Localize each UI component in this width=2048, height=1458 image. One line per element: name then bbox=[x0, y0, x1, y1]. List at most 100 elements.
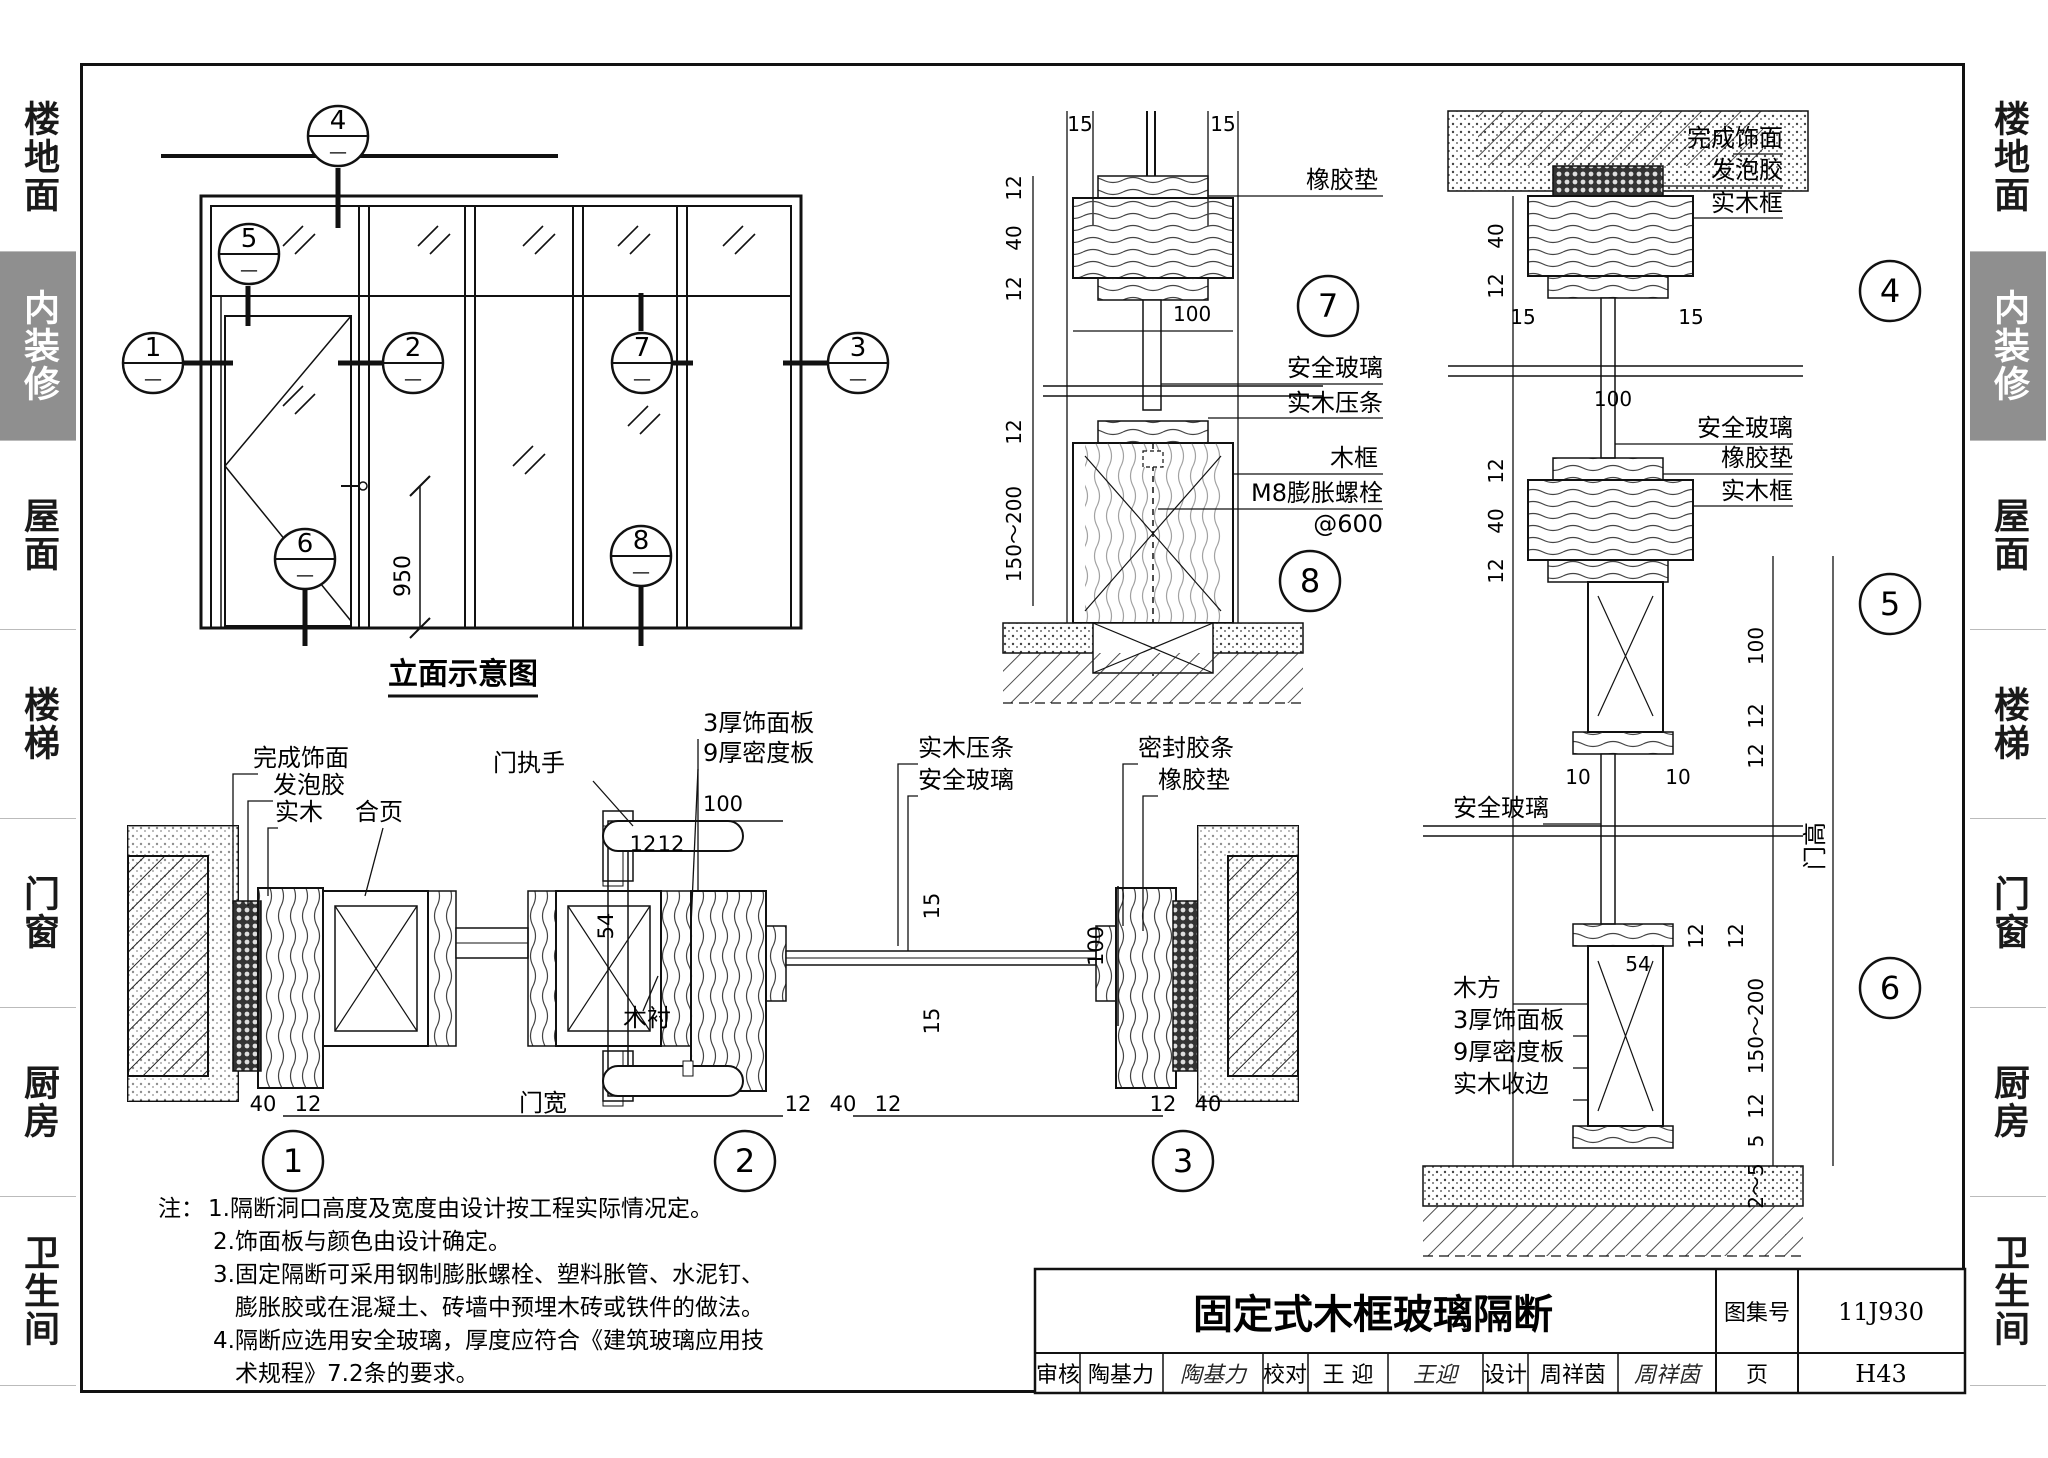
svg-text:—: — bbox=[404, 369, 422, 390]
dim-12: 12 bbox=[658, 832, 685, 856]
marker-3: 3 — bbox=[826, 331, 890, 395]
label-safety-glass: 安全玻璃 bbox=[1287, 354, 1383, 382]
side-tab-label: 楼地面 bbox=[18, 100, 59, 214]
dim-40: 40 bbox=[1484, 508, 1508, 533]
checker-signature: 王迎 bbox=[1413, 1363, 1460, 1388]
side-tab[interactable]: 厨房 bbox=[1970, 1008, 2046, 1197]
dim-12: 12 bbox=[630, 832, 657, 856]
dim-12: 12 bbox=[1484, 558, 1508, 583]
svg-text:—: — bbox=[633, 369, 651, 390]
dim-12: 12 bbox=[1002, 276, 1026, 301]
label-safety-glass: 安全玻璃 bbox=[1697, 414, 1793, 442]
marker-5: 5 — bbox=[217, 222, 281, 286]
label-solid-wood: 实木 bbox=[275, 798, 323, 826]
dim-12: 12 bbox=[1744, 1093, 1768, 1118]
side-tab[interactable]: 门窗 bbox=[1970, 819, 2046, 1008]
svg-text:—: — bbox=[849, 369, 867, 390]
svg-text:—: — bbox=[329, 142, 347, 163]
label-foam: 发泡胶 bbox=[273, 771, 345, 799]
side-tab[interactable]: 楼地面 bbox=[0, 63, 76, 252]
label-finish: 完成饰面 bbox=[1687, 124, 1783, 152]
side-tab-label: 厨房 bbox=[1988, 1064, 2029, 1140]
svg-text:—: — bbox=[632, 562, 650, 583]
marker-4: 4 — bbox=[306, 104, 370, 168]
label-bolt: M8膨胀螺栓 bbox=[1251, 479, 1383, 507]
side-tab[interactable]: 卫生间 bbox=[1970, 1197, 2046, 1386]
side-tab-label: 楼梯 bbox=[18, 686, 59, 762]
svg-text:6: 6 bbox=[1880, 969, 1900, 1007]
label-finish: 完成饰面 bbox=[253, 744, 349, 772]
right-side-tabs: 楼地面内装修屋面楼梯门窗厨房卫生间 bbox=[1970, 63, 2046, 1386]
label-door-width: 门宽 bbox=[519, 1089, 567, 1117]
dim-100: 100 bbox=[703, 792, 743, 816]
side-tab[interactable]: 屋面 bbox=[1970, 441, 2046, 630]
label-panel3: 3厚饰面板 bbox=[703, 709, 814, 737]
side-tab-label: 门窗 bbox=[1988, 875, 2029, 951]
dim-15: 15 bbox=[920, 893, 944, 920]
atlas-number: 11J930 bbox=[1838, 1298, 1924, 1326]
elevation-view: 950 4 — 5 — 1 — 2 — bbox=[121, 104, 890, 698]
side-tab[interactable]: 屋面 bbox=[0, 441, 76, 630]
marker-1: 1 — bbox=[121, 331, 185, 395]
svg-text:5: 5 bbox=[1880, 585, 1900, 623]
side-tab[interactable]: 内装修 bbox=[0, 252, 76, 441]
side-tab[interactable]: 门窗 bbox=[0, 819, 76, 1008]
svg-text:5: 5 bbox=[241, 224, 258, 254]
label-rubber: 橡胶垫 bbox=[1306, 166, 1378, 194]
label-spacing: @600 bbox=[1313, 510, 1383, 538]
label-solid-frame: 实木框 bbox=[1711, 189, 1783, 217]
notes-prefix: 注： bbox=[158, 1196, 204, 1222]
dim-100: 100 bbox=[1084, 926, 1108, 966]
dim-2-5: 2～5 bbox=[1744, 1163, 1768, 1208]
side-tab[interactable]: 卫生间 bbox=[0, 1197, 76, 1386]
side-tab[interactable]: 楼梯 bbox=[0, 630, 76, 819]
label-rubber: 橡胶垫 bbox=[1721, 444, 1793, 472]
circle-8: 8 bbox=[1278, 549, 1342, 613]
label-safety-glass: 安全玻璃 bbox=[918, 766, 1014, 794]
dim-12: 12 bbox=[295, 1092, 322, 1116]
label-edge: 实木收边 bbox=[1453, 1070, 1549, 1098]
dim-40: 40 bbox=[1002, 225, 1026, 250]
dim-10: 10 bbox=[1565, 765, 1590, 789]
side-tab-label: 内装修 bbox=[1988, 289, 2029, 403]
label-bead: 实木压条 bbox=[1287, 389, 1383, 417]
checker-name: 王 迎 bbox=[1323, 1363, 1374, 1388]
marker-6: 6 — bbox=[273, 527, 337, 591]
svg-text:—: — bbox=[240, 260, 258, 281]
dim-12: 12 bbox=[1484, 273, 1508, 298]
label-door-height: 门高 bbox=[1801, 822, 1829, 870]
drawing-sheet: 950 4 — 5 — 1 — 2 — bbox=[80, 63, 1967, 1395]
circle-6: 6 bbox=[1858, 956, 1922, 1020]
label-foam: 发泡胶 bbox=[1711, 156, 1783, 184]
label-bead: 实木压条 bbox=[918, 734, 1014, 762]
side-tab-label: 门窗 bbox=[18, 875, 59, 951]
dim-12: 12 bbox=[1724, 923, 1748, 948]
svg-text:8: 8 bbox=[1300, 562, 1320, 600]
side-tab-label: 内装修 bbox=[18, 289, 59, 403]
label-panel3: 3厚饰面板 bbox=[1453, 1006, 1564, 1034]
svg-text:2: 2 bbox=[405, 333, 422, 363]
side-tab[interactable]: 楼梯 bbox=[1970, 630, 2046, 819]
dim-40: 40 bbox=[1484, 223, 1508, 248]
note-line: 膨胀胶或在混凝土、砖墙中预埋木砖或铁件的做法。 bbox=[235, 1295, 764, 1321]
dim-100: 100 bbox=[1173, 302, 1211, 326]
section-7-8: 15 15 12 40 12 12 150～200 100 橡胶垫 安全玻璃 bbox=[1002, 111, 1383, 704]
side-tab[interactable]: 内装修 bbox=[1970, 252, 2046, 441]
svg-text:7: 7 bbox=[634, 333, 651, 363]
dim-12: 12 bbox=[1684, 923, 1708, 948]
reviewer-signature: 陶基力 bbox=[1180, 1363, 1248, 1388]
side-tab[interactable]: 厨房 bbox=[0, 1008, 76, 1197]
dim-12: 12 bbox=[875, 1092, 902, 1116]
dim-12: 12 bbox=[785, 1092, 812, 1116]
dim-12: 12 bbox=[1744, 703, 1768, 728]
side-tab[interactable]: 楼地面 bbox=[1970, 63, 2046, 252]
dim-15: 15 bbox=[1067, 112, 1092, 136]
dim-54: 54 bbox=[1625, 952, 1650, 976]
design-label: 设计 bbox=[1483, 1363, 1527, 1388]
label-wood-lining: 木衬 bbox=[623, 1004, 671, 1032]
label-timber: 木方 bbox=[1453, 974, 1501, 1002]
svg-text:4: 4 bbox=[1880, 272, 1900, 310]
circle-2: 2 bbox=[713, 1129, 777, 1193]
label-rubber: 橡胶垫 bbox=[1158, 766, 1230, 794]
drawing-title: 固定式木框玻璃隔断 bbox=[1193, 1291, 1553, 1338]
